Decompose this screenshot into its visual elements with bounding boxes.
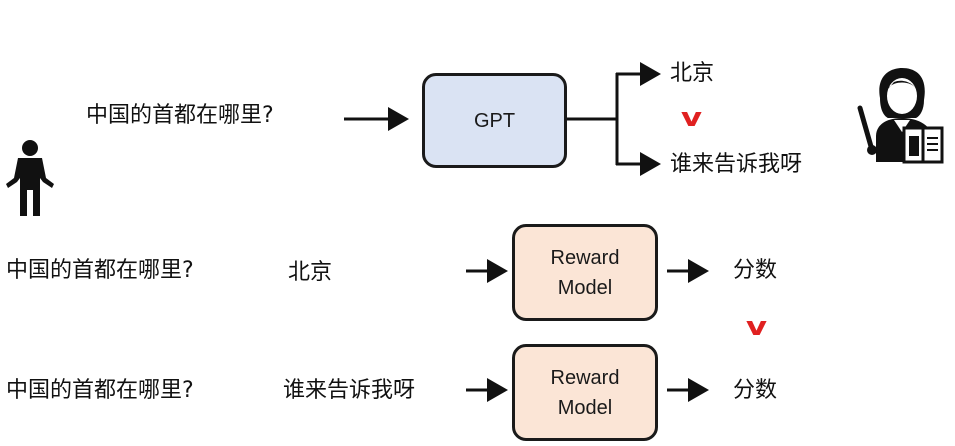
row2-rm-line1: Reward — [550, 366, 620, 389]
bad-answer: 谁来告诉我呀 — [670, 152, 803, 177]
teacher-icon — [854, 66, 946, 166]
row1-reward-model-box: Reward Model — [512, 224, 658, 321]
row1-rm-line2: Model — [557, 276, 613, 299]
row2-answer: 谁来告诉我呀 — [283, 378, 416, 403]
row1-answer: 北京 — [288, 260, 333, 285]
preference-mark-scores: v — [745, 312, 768, 342]
gpt-label: GPT — [473, 109, 516, 132]
row2-rm-line2: Model — [557, 396, 613, 419]
row2-reward-model-box: Reward Model — [512, 344, 658, 441]
gpt-model-box: GPT — [422, 73, 567, 168]
top-question: 中国的首都在哪里? — [86, 103, 274, 128]
person-icon — [2, 138, 58, 216]
row1-score: 分数 — [733, 258, 778, 283]
good-answer: 北京 — [670, 61, 715, 86]
row2-question: 中国的首都在哪里? — [6, 378, 194, 403]
preference-mark-top: v — [680, 103, 703, 133]
row1-question: 中国的首都在哪里? — [6, 258, 194, 283]
row1-rm-line1: Reward — [550, 246, 620, 269]
row2-score: 分数 — [733, 378, 778, 403]
